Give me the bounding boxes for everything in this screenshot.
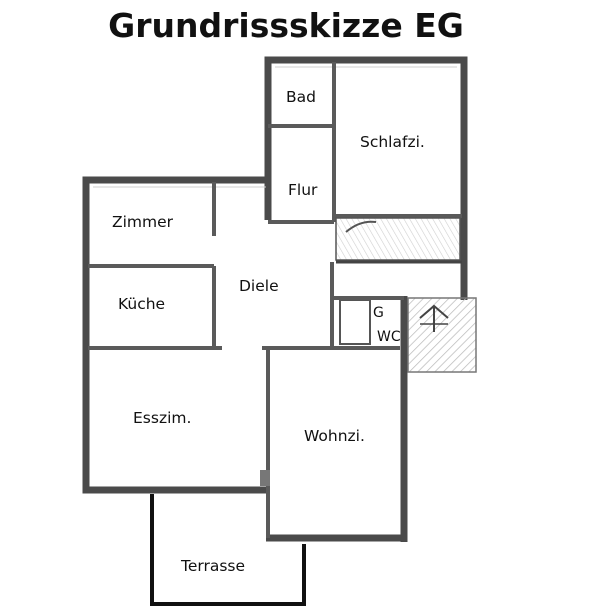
- room-label-flur: Flur: [288, 181, 318, 199]
- floor-plan-title: Grundrissskizze EG: [108, 6, 464, 45]
- room-label-terrasse: Terrasse: [180, 557, 245, 575]
- room-label-kueche: Küche: [118, 295, 165, 313]
- room-label-esszim: Esszim.: [133, 409, 191, 427]
- upper-wing-walls: [264, 56, 468, 300]
- room-label-bad: Bad: [286, 88, 316, 106]
- staircase: [335, 217, 462, 264]
- terrace-outline: [150, 494, 306, 606]
- room-label-wohnzi: Wohnzi.: [304, 427, 365, 445]
- room-label-zimmer: Zimmer: [112, 213, 174, 231]
- room-label-diele: Diele: [239, 277, 279, 295]
- room-label-g: G: [373, 305, 384, 321]
- main-walls: [82, 176, 408, 542]
- room-label-wc: WC: [377, 329, 401, 345]
- room-label-schlafzi: Schlafzi.: [360, 133, 425, 151]
- garage-area: [407, 297, 477, 373]
